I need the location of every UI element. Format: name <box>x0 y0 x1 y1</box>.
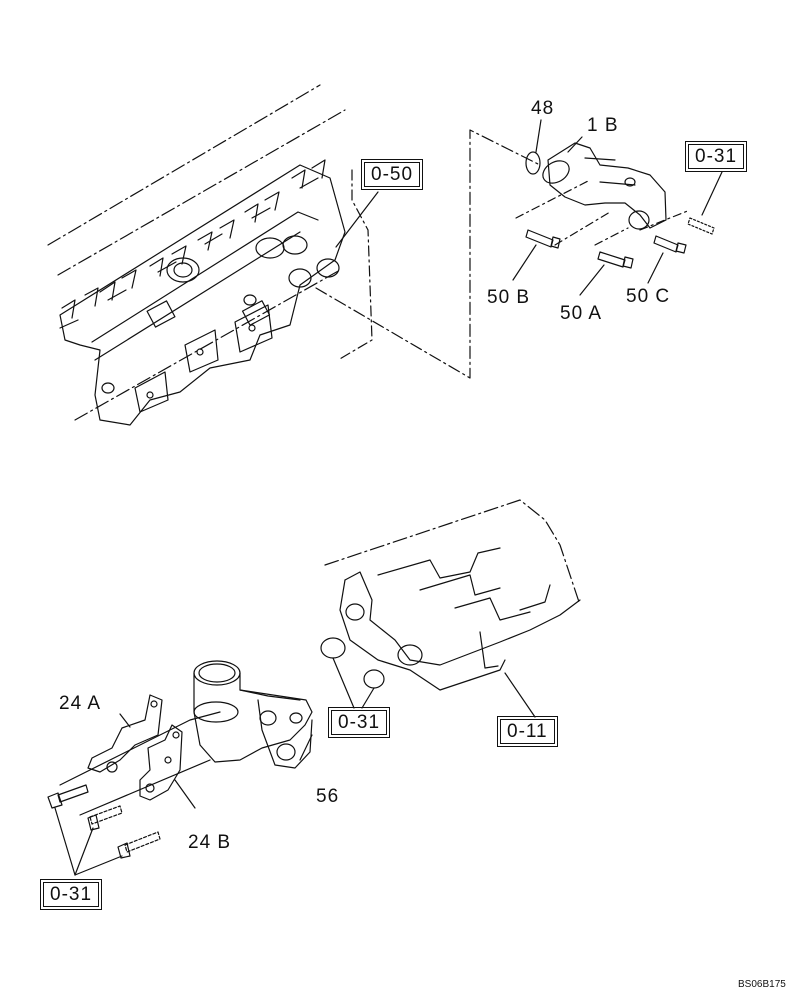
part-label-24b: 24 B <box>188 832 232 853</box>
part-label-24a: 24 A <box>59 693 102 714</box>
exhaust-pipe <box>542 142 667 230</box>
part-label-1b: 1 B <box>587 115 619 136</box>
leader-lines-top <box>315 119 723 379</box>
cylinder-head <box>324 499 581 691</box>
part-label-50b: 50 B <box>487 287 531 308</box>
bolts-bottom <box>47 784 161 859</box>
section-ref-0-31-top[interactable]: 0-31 <box>684 141 748 172</box>
o-ring-upper <box>320 637 346 659</box>
part-label-50a: 50 A <box>560 303 603 324</box>
part-label-48: 48 <box>531 98 555 119</box>
section-ref-0-50[interactable]: 0-50 <box>360 159 424 190</box>
section-ref-0-31-bolts[interactable]: 0-31 <box>39 879 103 910</box>
part-label-56: 56 <box>316 786 340 807</box>
bracket-24b <box>139 724 183 801</box>
o-ring-lower <box>363 669 385 689</box>
part-label-50c: 50 C <box>626 286 671 307</box>
section-ref-0-11[interactable]: 0-11 <box>497 716 558 747</box>
gasket-ring <box>525 151 541 175</box>
bolts-top <box>525 217 715 269</box>
section-ref-0-31-oring[interactable]: 0-31 <box>327 707 391 738</box>
thermostat-housing <box>59 660 313 816</box>
bracket-24a <box>87 694 163 773</box>
drawing-code: BS06B175 <box>738 979 786 990</box>
engine-block-upper <box>47 84 373 426</box>
leader-lines-bottom <box>54 657 536 876</box>
